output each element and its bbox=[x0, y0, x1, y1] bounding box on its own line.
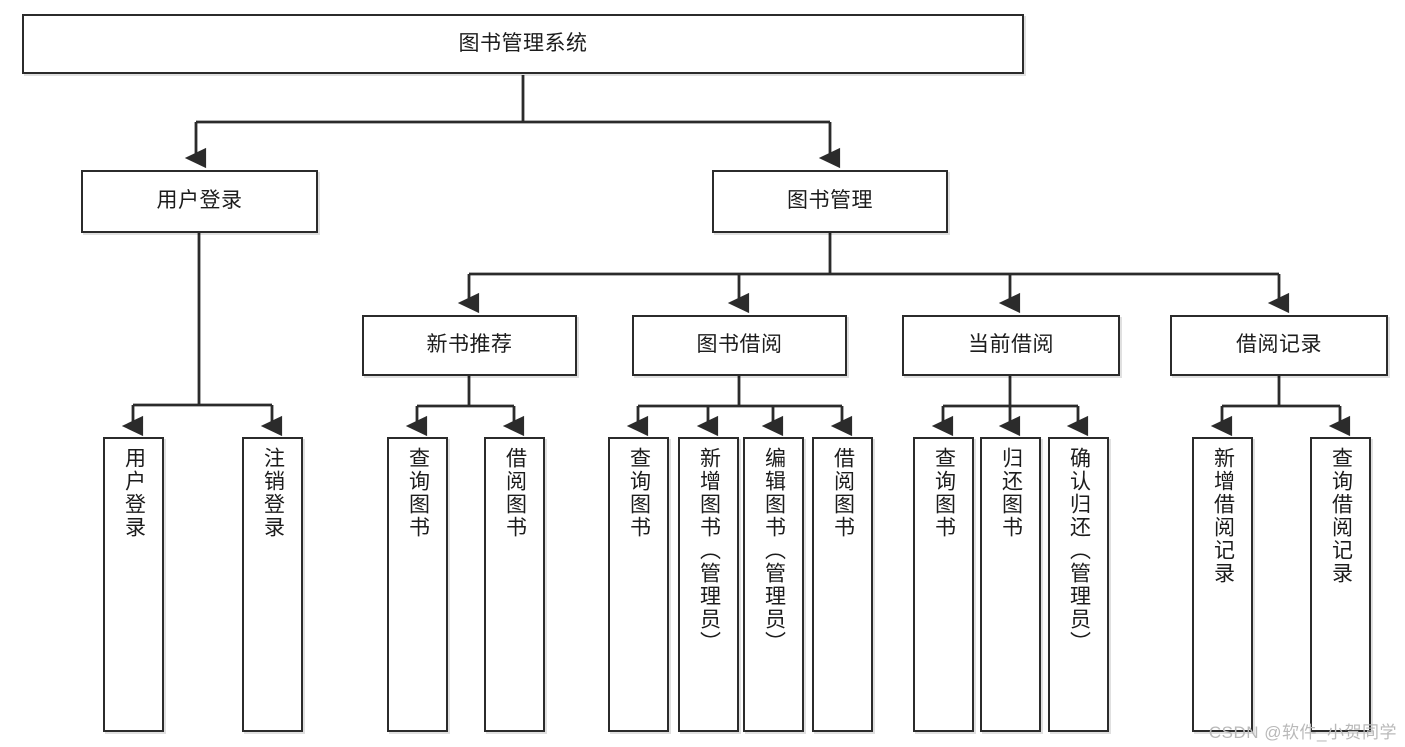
node-leaf-user-login-label: 用户登录 bbox=[122, 447, 146, 539]
node-leaf-query-book-1-label: 查询图书 bbox=[406, 447, 430, 539]
node-leaf-edit-book[interactable]: 编辑图书（管理员） bbox=[743, 437, 804, 732]
node-leaf-query-book-2[interactable]: 查询图书 bbox=[608, 437, 669, 732]
node-leaf-query-book-3-label: 查询图书 bbox=[932, 447, 956, 539]
node-leaf-query-book-1[interactable]: 查询图书 bbox=[387, 437, 448, 732]
node-leaf-logout-label: 注销登录 bbox=[261, 447, 285, 539]
node-leaf-borrow-book-1[interactable]: 借阅图书 bbox=[484, 437, 545, 732]
node-leaf-confirm-return[interactable]: 确认归还（管理员） bbox=[1048, 437, 1109, 732]
node-leaf-return-book[interactable]: 归还图书 bbox=[980, 437, 1041, 732]
node-leaf-add-book-label: 新增图书（管理员） bbox=[697, 447, 721, 654]
node-book-manage-label: 图书管理 bbox=[787, 189, 873, 213]
watermark-text: CSDN @软件_小贺同学 bbox=[1208, 723, 1397, 742]
node-current-borrow[interactable]: 当前借阅 bbox=[902, 315, 1120, 376]
node-leaf-query-record[interactable]: 查询借阅记录 bbox=[1310, 437, 1371, 732]
node-leaf-query-record-label: 查询借阅记录 bbox=[1329, 447, 1353, 585]
node-leaf-user-login[interactable]: 用户登录 bbox=[103, 437, 164, 732]
node-leaf-query-book-2-label: 查询图书 bbox=[627, 447, 651, 539]
node-leaf-logout[interactable]: 注销登录 bbox=[242, 437, 303, 732]
node-book-manage[interactable]: 图书管理 bbox=[712, 170, 948, 233]
node-leaf-borrow-book-2-label: 借阅图书 bbox=[831, 447, 855, 539]
node-borrow-record-label: 借阅记录 bbox=[1236, 333, 1322, 357]
node-leaf-query-book-3[interactable]: 查询图书 bbox=[913, 437, 974, 732]
node-user-login[interactable]: 用户登录 bbox=[81, 170, 318, 233]
node-leaf-borrow-book-2[interactable]: 借阅图书 bbox=[812, 437, 873, 732]
node-leaf-return-book-label: 归还图书 bbox=[999, 447, 1023, 539]
node-user-login-label: 用户登录 bbox=[156, 189, 243, 213]
node-leaf-add-record[interactable]: 新增借阅记录 bbox=[1192, 437, 1253, 732]
node-new-book-rec-label: 新书推荐 bbox=[426, 333, 513, 357]
node-book-borrow[interactable]: 图书借阅 bbox=[632, 315, 847, 376]
node-root[interactable]: 图书管理系统 bbox=[22, 14, 1024, 74]
node-leaf-confirm-return-label: 确认归还（管理员） bbox=[1067, 447, 1091, 654]
node-root-label: 图书管理系统 bbox=[458, 31, 588, 55]
node-leaf-add-record-label: 新增借阅记录 bbox=[1211, 447, 1235, 585]
node-leaf-borrow-book-1-label: 借阅图书 bbox=[503, 447, 527, 539]
node-book-borrow-label: 图书借阅 bbox=[696, 333, 783, 357]
node-new-book-rec[interactable]: 新书推荐 bbox=[362, 315, 577, 376]
node-current-borrow-label: 当前借阅 bbox=[968, 333, 1054, 357]
node-leaf-edit-book-label: 编辑图书（管理员） bbox=[762, 447, 786, 654]
node-borrow-record[interactable]: 借阅记录 bbox=[1170, 315, 1388, 376]
node-leaf-add-book[interactable]: 新增图书（管理员） bbox=[678, 437, 739, 732]
